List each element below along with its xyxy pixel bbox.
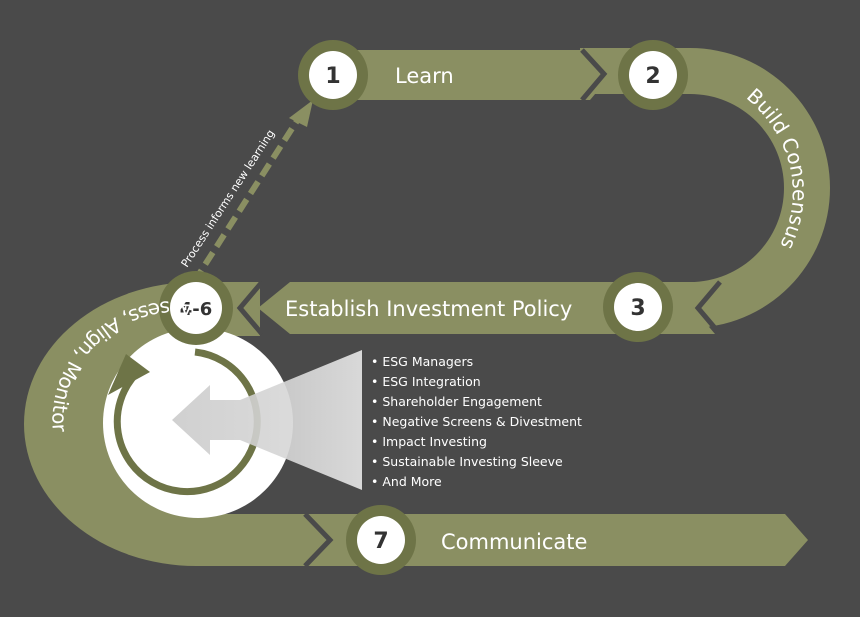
step-3-badge: 3 (603, 272, 673, 342)
step-2-number: 2 (645, 64, 660, 89)
policy-band (258, 282, 715, 334)
step-7-number: 7 (373, 529, 388, 554)
build-consensus-band (580, 48, 830, 328)
step-4-6-badge: 4-6 (159, 271, 233, 345)
policy-label: Establish Investment Policy (285, 297, 572, 321)
assess-align-monitor-band (24, 282, 360, 566)
dashed-arrow-icon (191, 100, 313, 284)
strategy-item: • Sustainable Investing Sleeve (371, 454, 563, 469)
strategy-item: • Impact Investing (371, 434, 487, 449)
step-3-number: 3 (630, 296, 645, 321)
communicate-label: Communicate (441, 530, 587, 554)
circular-arrow-icon (108, 348, 261, 496)
strategy-item: • And More (371, 474, 442, 489)
step-7-badge: 7 (346, 505, 416, 575)
chevron-separator (303, 512, 334, 568)
strategy-item: • Negative Screens & Divestment (371, 414, 582, 429)
chevron-separator (694, 280, 722, 336)
step-1-badge: 1 (298, 40, 368, 110)
step-4-6-number: 4-6 (180, 299, 213, 320)
chevron-separator (236, 280, 264, 336)
chevron-separator (580, 48, 608, 102)
funnel-arrow-icon (172, 350, 362, 490)
strategy-list: • ESG Managers • ESG Integration • Shareho… (371, 354, 582, 489)
strategy-item: • ESG Managers (371, 354, 473, 369)
strategy-item: • ESG Integration (371, 374, 481, 389)
step-1-number: 1 (325, 64, 340, 89)
learn-band (330, 50, 612, 100)
strategy-item: • Shareholder Engagement (371, 394, 542, 409)
step-2-badge: 2 (618, 40, 688, 110)
learn-label: Learn (395, 64, 454, 88)
communicate-band (300, 514, 808, 566)
